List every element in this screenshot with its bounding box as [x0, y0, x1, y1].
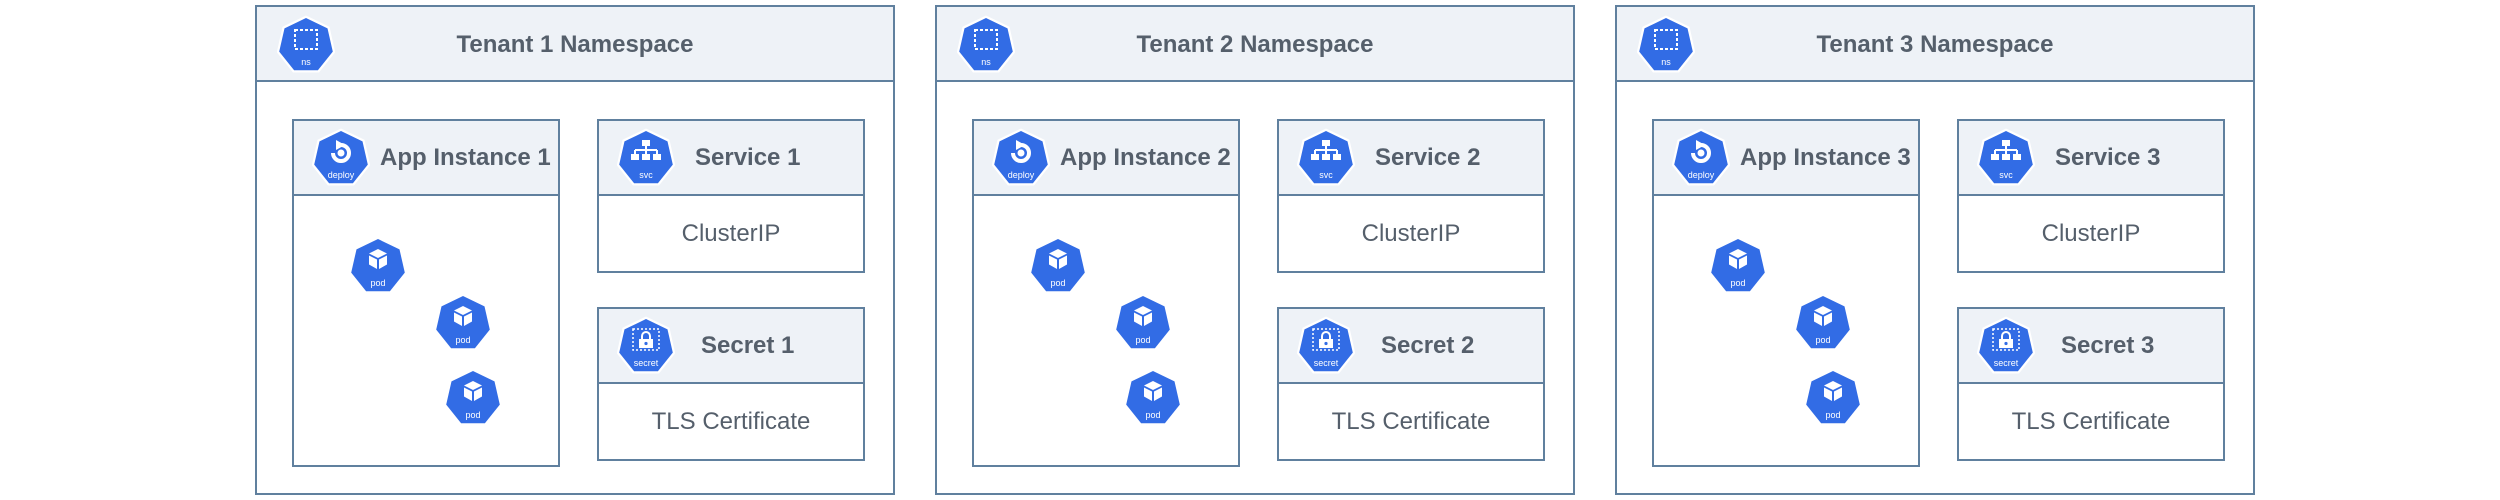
service-header: svc Service 2 — [1279, 121, 1543, 196]
service-box: svc Service 2 ClusterIP — [1277, 119, 1545, 273]
app-instance-box: deploy App Instance 3 pod pod pod — [1652, 119, 1920, 467]
service-type: ClusterIP — [2041, 219, 2141, 247]
tenant-title: Tenant 3 Namespace — [1816, 31, 2054, 58]
svg-text:pod: pod — [1815, 335, 1830, 345]
svg-text:pod: pod — [1050, 278, 1065, 288]
secret-header: secret Secret 2 — [1279, 309, 1543, 384]
service-title: Service 1 — [695, 144, 801, 171]
secret-box: secret Secret 2 TLS Certificate — [1277, 307, 1545, 461]
pod-icon: pod — [1124, 368, 1182, 428]
svg-text:ns: ns — [301, 57, 311, 67]
deployment-icon: deploy — [992, 128, 1050, 188]
service-type: ClusterIP — [1361, 219, 1461, 247]
app-instance-title: App Instance 3 — [1740, 144, 1911, 171]
service-title: Service 3 — [2055, 144, 2161, 171]
deployment-icon: deploy — [1672, 128, 1730, 188]
svg-text:ns: ns — [1661, 57, 1671, 67]
secret-content: TLS Certificate — [651, 407, 811, 435]
svg-text:pod: pod — [1730, 278, 1745, 288]
tenant-header: ns Tenant 3 Namespace — [1617, 7, 2253, 82]
svg-text:svc: svc — [1319, 170, 1333, 180]
pod-icon: pod — [1794, 293, 1852, 353]
namespace-icon: ns — [277, 15, 335, 75]
service-box: svc Service 3 ClusterIP — [1957, 119, 2225, 273]
secret-header: secret Secret 1 — [599, 309, 863, 384]
pod-icon: pod — [1114, 293, 1172, 353]
tenant-header: ns Tenant 2 Namespace — [937, 7, 1573, 82]
pod-icon: pod — [444, 368, 502, 428]
svg-text:pod: pod — [1825, 410, 1840, 420]
svg-text:deploy: deploy — [328, 170, 355, 180]
svg-text:pod: pod — [370, 278, 385, 288]
service-header: svc Service 3 — [1959, 121, 2223, 196]
service-icon: svc — [617, 128, 675, 188]
svg-text:deploy: deploy — [1008, 170, 1035, 180]
secret-icon: secret — [1977, 316, 2035, 376]
service-icon: svc — [1297, 128, 1355, 188]
pod-icon: pod — [1709, 236, 1767, 296]
secret-title: Secret 1 — [701, 332, 795, 359]
secret-content: TLS Certificate — [1331, 407, 1491, 435]
namespace-icon: ns — [957, 15, 1015, 75]
svg-text:ns: ns — [981, 57, 991, 67]
service-type: ClusterIP — [681, 219, 781, 247]
svg-text:pod: pod — [1135, 335, 1150, 345]
pod-icon: pod — [1029, 236, 1087, 296]
tenant-namespace-3: ns Tenant 3 Namespace deploy App Instanc… — [1615, 5, 2255, 495]
svg-text:pod: pod — [1145, 410, 1160, 420]
secret-title: Secret 3 — [2061, 332, 2155, 359]
svg-text:svc: svc — [639, 170, 653, 180]
svg-text:svc: svc — [1999, 170, 2013, 180]
tenant-title: Tenant 1 Namespace — [456, 31, 694, 58]
pod-icon: pod — [434, 293, 492, 353]
svg-text:secret: secret — [634, 358, 659, 368]
secret-icon: secret — [1297, 316, 1355, 376]
app-instance-box: deploy App Instance 1 pod pod pod — [292, 119, 560, 467]
app-instance-box: deploy App Instance 2 pod pod pod — [972, 119, 1240, 467]
svg-text:secret: secret — [1994, 358, 2019, 368]
svg-text:deploy: deploy — [1688, 170, 1715, 180]
service-box: svc Service 1 ClusterIP — [597, 119, 865, 273]
pod-icon: pod — [349, 236, 407, 296]
service-title: Service 2 — [1375, 144, 1481, 171]
app-instance-header: deploy App Instance 2 — [974, 121, 1238, 196]
svg-text:secret: secret — [1314, 358, 1339, 368]
secret-box: secret Secret 3 TLS Certificate — [1957, 307, 2225, 461]
app-instance-header: deploy App Instance 1 — [294, 121, 558, 196]
secret-title: Secret 2 — [1381, 332, 1475, 359]
svg-text:pod: pod — [465, 410, 480, 420]
pod-icon: pod — [1804, 368, 1862, 428]
secret-icon: secret — [617, 316, 675, 376]
app-instance-header: deploy App Instance 3 — [1654, 121, 1918, 196]
secret-header: secret Secret 3 — [1959, 309, 2223, 384]
tenant-namespace-2: ns Tenant 2 Namespace deploy App Instanc… — [935, 5, 1575, 495]
tenant-title: Tenant 2 Namespace — [1136, 31, 1374, 58]
secret-box: secret Secret 1 TLS Certificate — [597, 307, 865, 461]
secret-content: TLS Certificate — [2011, 407, 2171, 435]
svg-text:pod: pod — [455, 335, 470, 345]
namespace-icon: ns — [1637, 15, 1695, 75]
tenant-namespace-1: ns Tenant 1 Namespace deploy App Instanc… — [255, 5, 895, 495]
service-header: svc Service 1 — [599, 121, 863, 196]
tenant-header: ns Tenant 1 Namespace — [257, 7, 893, 82]
app-instance-title: App Instance 1 — [380, 144, 551, 171]
deployment-icon: deploy — [312, 128, 370, 188]
service-icon: svc — [1977, 128, 2035, 188]
app-instance-title: App Instance 2 — [1060, 144, 1231, 171]
